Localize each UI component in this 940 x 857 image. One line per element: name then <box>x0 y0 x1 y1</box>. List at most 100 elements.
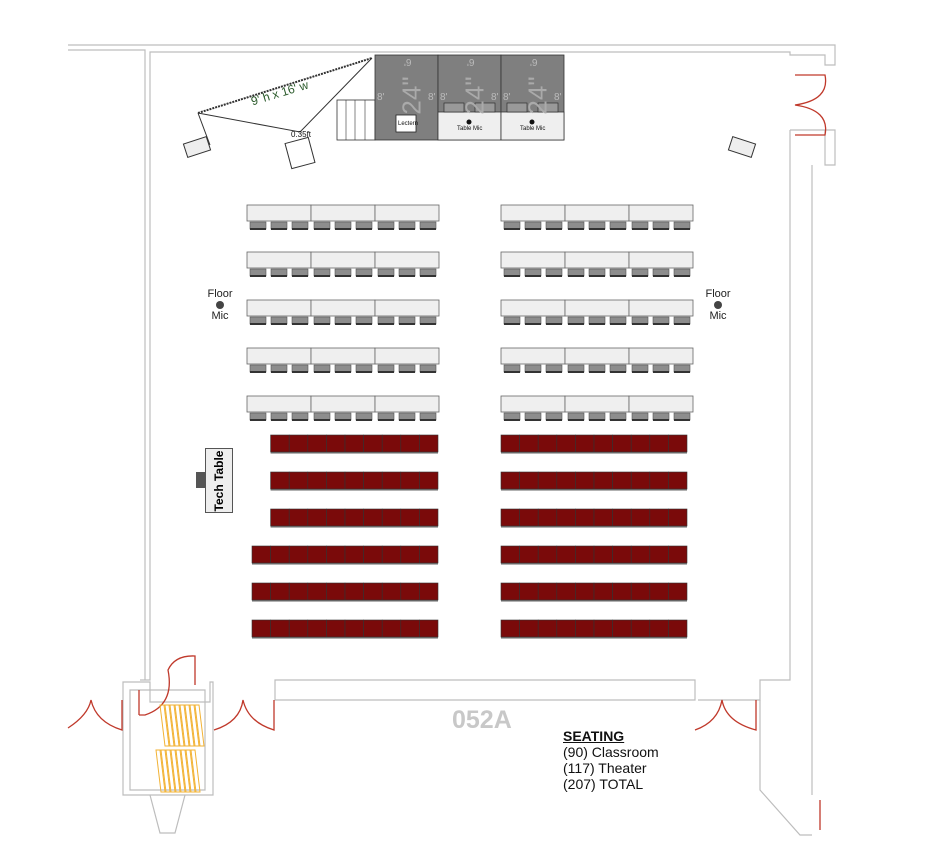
stage-width-label: 8' <box>377 92 385 103</box>
chair <box>631 221 649 230</box>
theater-seat <box>270 582 290 601</box>
chair-back <box>632 419 648 421</box>
row-edge <box>270 452 438 454</box>
theater-seat <box>381 582 402 601</box>
theater-seat <box>593 508 613 527</box>
chair <box>609 316 627 325</box>
chair <box>524 316 542 325</box>
classroom-table <box>564 251 630 269</box>
chair <box>270 268 288 277</box>
chair-back <box>292 275 308 277</box>
chair-back <box>674 275 690 277</box>
theater-seat <box>288 545 309 564</box>
chair <box>588 268 606 277</box>
classroom-table <box>374 347 440 365</box>
chair-back <box>504 275 520 277</box>
chair <box>609 364 627 373</box>
theater-seat <box>519 471 539 490</box>
theater-seat <box>288 582 309 601</box>
chair <box>313 268 331 277</box>
theater-seat <box>593 471 613 490</box>
theater-seat <box>419 471 439 490</box>
theater-seat <box>270 508 290 527</box>
chair <box>355 268 373 277</box>
classroom-table <box>310 299 376 317</box>
chair <box>609 412 627 421</box>
chair-back <box>356 275 372 277</box>
chair-back <box>674 419 690 421</box>
chair <box>249 268 267 277</box>
theater-seat <box>288 471 309 490</box>
stacked-chair <box>160 749 171 793</box>
theater-seat <box>593 582 613 601</box>
chair <box>355 412 373 421</box>
theater-seat <box>363 582 383 601</box>
row-edge <box>270 526 438 528</box>
chair <box>567 364 585 373</box>
theater-seat <box>519 545 539 564</box>
chair-back <box>546 323 562 325</box>
theater-seat <box>251 582 271 601</box>
tech-table: Tech Table <box>205 448 233 513</box>
chair-back <box>250 275 266 277</box>
theater-seat <box>649 434 669 453</box>
chair <box>419 316 437 325</box>
theater-seat <box>307 582 327 601</box>
stage-width-label: 8' <box>554 92 562 103</box>
theater-seat <box>363 434 383 453</box>
theater-seat <box>630 471 651 490</box>
floor-mic-left: Floor Mic <box>200 288 240 322</box>
chair-back <box>589 371 605 373</box>
chair-back <box>632 371 648 373</box>
chair-back <box>568 323 584 325</box>
theater-seat <box>668 619 688 638</box>
theater-seat <box>630 582 651 601</box>
chair <box>673 364 691 373</box>
seating-theater: (117) Theater <box>563 760 647 776</box>
classroom-table <box>246 251 312 269</box>
theater-seat <box>649 545 669 564</box>
chair <box>334 268 352 277</box>
chair-back <box>504 323 520 325</box>
theater-seat <box>381 471 402 490</box>
chair <box>652 364 670 373</box>
chair <box>631 268 649 277</box>
chair-back <box>632 275 648 277</box>
row-edge <box>501 452 687 454</box>
chair <box>567 268 585 277</box>
theater-seat <box>575 582 595 601</box>
chair-back <box>399 371 415 373</box>
chair-back <box>292 323 308 325</box>
row-edge <box>501 489 687 491</box>
theater-seat <box>630 545 651 564</box>
chair <box>249 221 267 230</box>
row-edge <box>252 637 438 639</box>
row-edge <box>270 489 438 491</box>
theater-seat <box>556 619 576 638</box>
chair-back <box>378 323 394 325</box>
theater-seat <box>500 545 520 564</box>
row-edge <box>501 526 687 528</box>
classroom-table <box>628 395 694 413</box>
chair <box>398 268 416 277</box>
chair <box>334 221 352 230</box>
classroom-table <box>246 204 312 222</box>
chair-back <box>525 228 541 230</box>
chair <box>377 412 395 421</box>
table-mic-icon <box>529 119 535 125</box>
theater-seat <box>270 434 290 453</box>
stacked-chair <box>169 704 180 747</box>
seating-classroom: (90) Classroom <box>563 744 659 760</box>
chair-back <box>504 419 520 421</box>
chair-back <box>378 371 394 373</box>
classroom-table <box>500 347 566 365</box>
classroom-table <box>628 204 694 222</box>
chair <box>377 364 395 373</box>
theater-seat <box>612 434 632 453</box>
stacked-chair <box>155 749 166 793</box>
theater-seat <box>400 434 420 453</box>
classroom-table <box>310 395 376 413</box>
chair-back <box>610 323 626 325</box>
chair-back <box>378 419 394 421</box>
theater-seat <box>363 471 383 490</box>
